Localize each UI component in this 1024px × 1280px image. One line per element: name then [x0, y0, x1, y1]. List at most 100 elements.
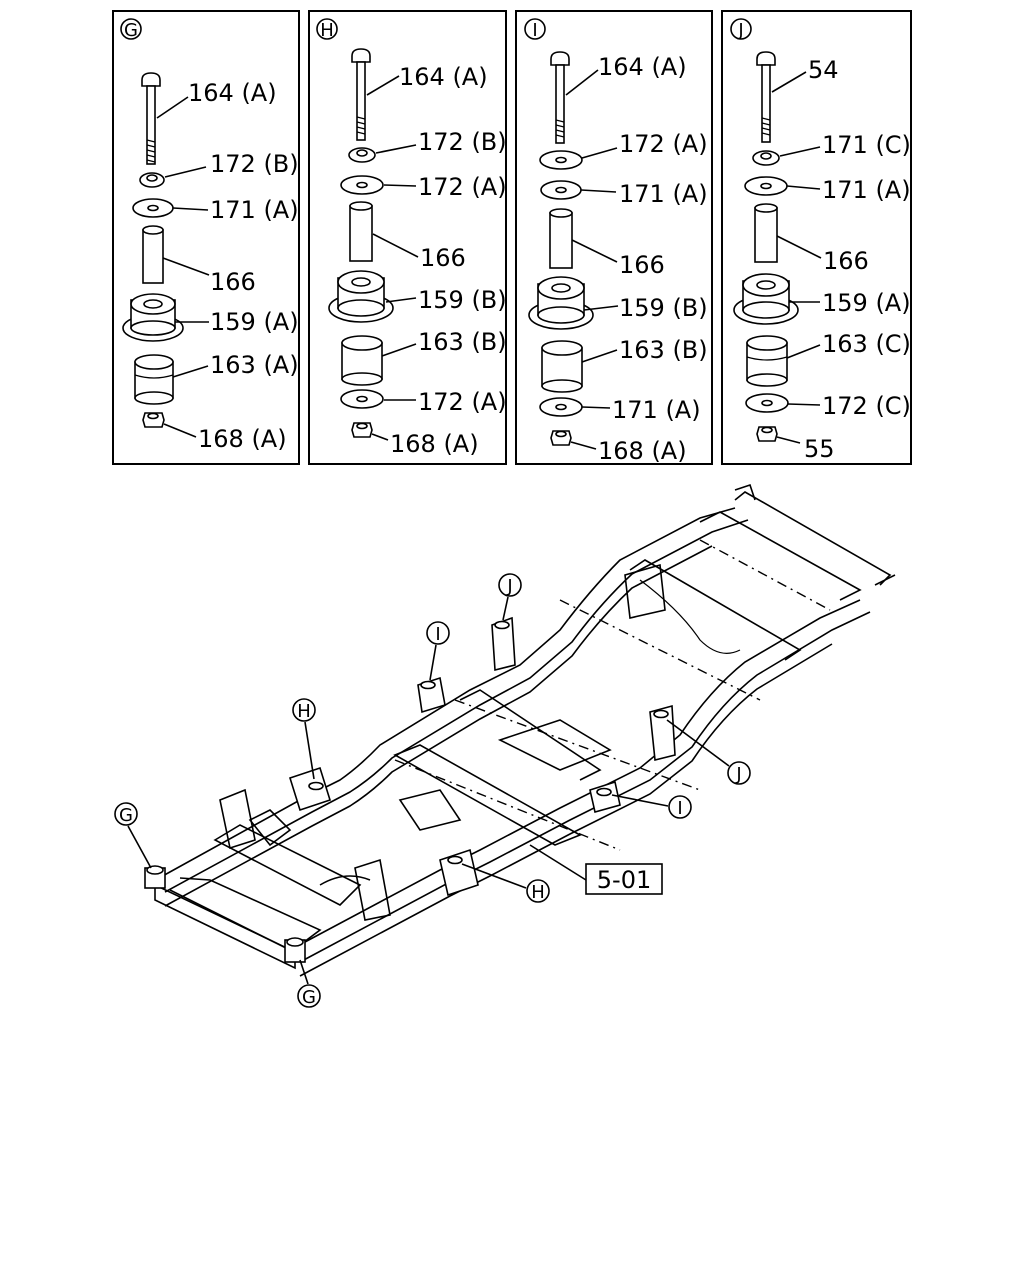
lower-cushion-icon — [746, 335, 788, 387]
lock-washer-icon — [752, 150, 780, 166]
reference-box: 5-01 — [529, 844, 663, 895]
panel-i: I — [515, 10, 713, 465]
panel-j-border — [721, 10, 912, 465]
panel-j: J — [721, 10, 912, 465]
callout-label: 163 (B) — [619, 336, 708, 364]
frame-callout-h-right: H — [461, 863, 550, 903]
center-crossmember — [393, 744, 582, 846]
callout-label: 159 (B) — [619, 294, 708, 322]
callout-marker: H — [297, 701, 311, 722]
frame-callout-j-right: J — [666, 719, 751, 785]
upper-cushion-icon — [328, 270, 394, 323]
callout-marker: G — [119, 805, 133, 826]
flat-washer-icon — [745, 393, 789, 413]
callout-label: 166 — [420, 244, 466, 272]
callout-label: 168 (A) — [598, 437, 687, 465]
lock-washer-icon — [139, 172, 165, 188]
mount-h-left — [289, 766, 331, 812]
callout-label: 168 (A) — [198, 425, 287, 453]
mount-h-right — [439, 848, 479, 897]
mount-g-front-left — [144, 865, 166, 889]
left-side-rail — [149, 507, 736, 884]
chassis-frame — [144, 483, 896, 977]
panel-h: H — [308, 10, 507, 465]
callout-marker: I — [435, 624, 440, 645]
callout-label: 159 (A) — [822, 289, 911, 317]
sleeve-icon — [754, 203, 778, 263]
callout-label: 171 (C) — [822, 131, 911, 159]
callout-label: 159 (A) — [210, 308, 299, 336]
right-side-rail — [289, 599, 861, 951]
panel-g-marker-circle — [120, 18, 142, 40]
mount-j-left — [491, 616, 516, 672]
nut-icon — [756, 426, 778, 442]
callout-label: 168 (A) — [390, 430, 479, 458]
front-crossmember — [154, 883, 296, 970]
panel-g-marker: G — [124, 20, 138, 41]
frame-callout-i-right: I — [611, 794, 692, 819]
callout-label: 171 (A) — [210, 196, 299, 224]
sleeve-icon — [549, 208, 573, 269]
bolt-icon — [351, 48, 371, 141]
sleeve-icon — [349, 201, 373, 262]
frame-callout-g-front-left: G — [114, 802, 152, 869]
callout-label: 164 (A) — [399, 63, 488, 91]
flat-washer-icon — [744, 176, 788, 196]
nut-icon — [142, 412, 165, 428]
panel-g: G — [112, 10, 300, 465]
panel-i-marker-circle — [524, 18, 546, 40]
callout-label: 166 — [210, 268, 256, 296]
flat-washer-icon — [340, 175, 384, 195]
panel-j-marker-circle — [730, 18, 752, 40]
reference-label: 5-01 — [597, 866, 651, 894]
lower-cushion-icon — [541, 340, 583, 393]
flat-washer-icon — [539, 397, 583, 417]
bolt-icon — [550, 51, 570, 144]
callout-label: 163 (B) — [418, 328, 507, 356]
lower-cushion-icon — [134, 354, 174, 405]
callout-label: 172 (C) — [822, 392, 911, 420]
panel-h-marker-circle — [316, 18, 338, 40]
frame-callout-i-left: I — [426, 621, 450, 681]
nut-icon — [351, 422, 373, 438]
mount-i-left — [417, 676, 446, 714]
callout-label: 172 (B) — [210, 150, 299, 178]
mount-j-right — [649, 704, 676, 761]
flat-washer-icon — [539, 150, 583, 170]
callout-label: 172 (A) — [619, 130, 708, 158]
flat-washer-icon — [540, 180, 582, 200]
sleeve-icon — [142, 225, 164, 284]
panel-h-marker: H — [320, 20, 334, 41]
frame-callout-g-front-right: G — [297, 959, 321, 1008]
callout-label: 164 (A) — [598, 53, 687, 81]
panel-h-border — [308, 10, 507, 465]
callout-label: 54 — [808, 56, 839, 84]
upper-cushion-icon — [733, 273, 799, 325]
panel-j-marker: J — [737, 20, 743, 41]
callout-label: 172 (A) — [418, 388, 507, 416]
panel-i-marker: I — [532, 20, 537, 41]
callout-label: 159 (B) — [418, 286, 507, 314]
callout-label: 166 — [619, 251, 665, 279]
upper-cushion-icon — [528, 276, 594, 330]
callout-label: 164 (A) — [188, 79, 277, 107]
lower-cushion-icon — [341, 335, 383, 386]
callout-label: 172 (B) — [418, 128, 507, 156]
callout-marker: J — [735, 764, 741, 785]
bolt-icon — [141, 72, 161, 165]
callout-label: 163 (A) — [210, 351, 299, 379]
callout-label: 171 (A) — [619, 180, 708, 208]
flat-washer-icon — [340, 389, 384, 409]
callout-marker: I — [677, 798, 682, 819]
callout-label: 171 (A) — [612, 396, 701, 424]
callout-marker: H — [531, 882, 545, 903]
bolt-icon — [756, 51, 776, 143]
upper-cushion-icon — [122, 293, 184, 342]
callout-label: 171 (A) — [822, 176, 911, 204]
callout-label: 172 (A) — [418, 173, 507, 201]
nut-icon — [550, 430, 572, 446]
mount-i-right — [589, 780, 621, 813]
lock-washer-icon — [348, 147, 376, 163]
callout-label: 166 — [823, 247, 869, 275]
